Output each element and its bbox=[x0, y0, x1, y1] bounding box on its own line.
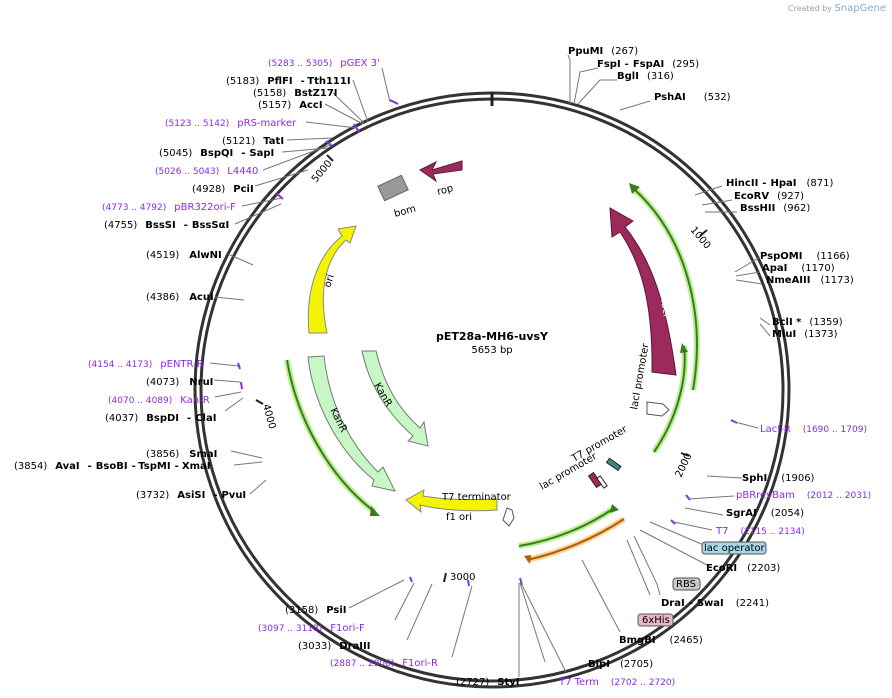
primer-pentr-r[interactable]: (4154 .. 4173)pENTR-R bbox=[88, 359, 204, 370]
tick-label-1000: 1000 bbox=[688, 225, 713, 252]
primer-pbr322ori-f[interactable]: (4773 .. 4792)pBR322ori-F bbox=[102, 202, 236, 213]
site-acci[interactable]: (5157)AccI bbox=[258, 100, 323, 111]
site-pcii[interactable]: (4928)PciI bbox=[192, 184, 254, 195]
boxed-feature-labels: lac operator RBS 6xHis bbox=[637, 541, 767, 627]
plasmid-size: 5653 bp bbox=[471, 345, 512, 356]
primer-l4440[interactable]: (5026 .. 5043)L4440 bbox=[155, 166, 258, 177]
site-bsshii[interactable]: BssHII(962) bbox=[740, 203, 810, 214]
site-drai[interactable]: DraI-SwaI(2241) bbox=[661, 598, 769, 609]
rbs-label: RBS bbox=[676, 579, 696, 590]
lac-operator-box[interactable] bbox=[701, 541, 767, 555]
rbs-box[interactable] bbox=[672, 577, 701, 591]
site-sphi[interactable]: SphI(1906) bbox=[742, 473, 815, 484]
kanr-arrow-2[interactable] bbox=[307, 355, 396, 492]
lac-promoter-label: lac promoter bbox=[538, 451, 600, 493]
bom-label: bom bbox=[393, 204, 417, 220]
f1-ori-label: f1 ori bbox=[446, 512, 472, 523]
site-bsssi[interactable]: (4755)BssSI-BssSαI bbox=[104, 220, 229, 231]
site-draiii[interactable]: (3033)DraIII bbox=[298, 641, 370, 652]
laci-label: lacI bbox=[658, 299, 672, 318]
site-ecori[interactable]: EcoRI(2203) bbox=[706, 563, 780, 574]
site-bmgbi[interactable]: BmgBI(2465) bbox=[619, 635, 703, 646]
site-bgli[interactable]: BglI(316) bbox=[617, 71, 674, 82]
tick-label-2000: 2000 bbox=[674, 452, 695, 480]
plasmid-name: pET28a-MH6-uvsY bbox=[436, 330, 549, 343]
snapgene-watermark: Created by SnapGene bbox=[788, 3, 886, 14]
leader-lines bbox=[209, 54, 771, 677]
site-bcli[interactable]: BclI *(1359) bbox=[772, 317, 843, 328]
site-tati[interactable]: (5121)TatI bbox=[222, 136, 284, 147]
site-apai[interactable]: ApaI(1170) bbox=[762, 263, 835, 274]
laci-promoter-arrow[interactable] bbox=[646, 401, 670, 417]
site-bspqi[interactable]: (5045)BspQI-SapI bbox=[159, 148, 274, 159]
primer-kan-r[interactable]: (4070 .. 4089)Kan-R bbox=[108, 395, 210, 406]
rop-label: rop bbox=[436, 183, 455, 198]
lac-operator-label: lac operator bbox=[704, 543, 765, 554]
his-tag-box[interactable] bbox=[637, 613, 674, 627]
site-bstz17i[interactable]: (5158)BstZ17I bbox=[253, 88, 338, 99]
site-ecorv[interactable]: EcoRV(927) bbox=[734, 191, 804, 202]
rop-arrow[interactable] bbox=[419, 160, 463, 183]
green-arrowheads bbox=[370, 183, 688, 564]
t7-terminator-arrow[interactable] bbox=[502, 507, 515, 527]
his-tag-label: 6xHis bbox=[642, 615, 670, 626]
t7-terminator-label: T7 terminator bbox=[441, 492, 512, 503]
site-bspdi[interactable]: (4037)BspDI-ClaI bbox=[105, 413, 216, 424]
site-alwni[interactable]: (4519)AlwNI bbox=[146, 250, 222, 261]
green-feature-arcs bbox=[284, 185, 700, 563]
primer-pgex3[interactable]: (5283 .. 5305)pGEX 3' bbox=[268, 58, 380, 69]
site-labels: PpuMI(267) FspI-FspAI(295) BglI(316) Psh… bbox=[14, 46, 871, 688]
site-acui[interactable]: (4386)AcuI bbox=[146, 292, 214, 303]
site-drui[interactable]: (4073)NruI bbox=[146, 377, 213, 388]
watermark-prefix: Created by bbox=[787, 4, 832, 13]
site-pshai[interactable]: PshAI(532) bbox=[654, 92, 731, 103]
laci-promoter-label: lacI promoter bbox=[629, 342, 652, 411]
ori-label: ori bbox=[322, 273, 336, 289]
site-mlui[interactable]: MluI(1373) bbox=[772, 329, 838, 340]
site-pflfi[interactable]: (5183)PflFI-Tth111I bbox=[226, 76, 351, 87]
site-psii[interactable]: (3158)PsiI bbox=[285, 605, 347, 616]
t7-promoter-mark[interactable] bbox=[596, 475, 608, 489]
primer-pbrrevbam[interactable]: pBRrevBam(2012 .. 2031) bbox=[736, 490, 871, 501]
site-smai[interactable]: (3856)SmaI bbox=[146, 449, 217, 460]
site-pspomi[interactable]: PspOMI(1166) bbox=[760, 251, 850, 262]
site-nmeaiii[interactable]: NmeAIII(1173) bbox=[766, 275, 854, 286]
site-avai[interactable]: (3854)AvaI-BsoBI-TspMI-XmaI bbox=[14, 461, 211, 472]
primer-f1ori-f[interactable]: (3097 .. 3118)F1ori-F bbox=[258, 623, 365, 634]
watermark-brand: SnapGene bbox=[834, 3, 886, 14]
tick-label-5000: 5000 bbox=[310, 158, 335, 185]
primer-prs-marker[interactable]: (5123 .. 5142)pRS-marker bbox=[165, 118, 297, 129]
site-asisi[interactable]: (3732)AsiSI-PvuI bbox=[136, 490, 246, 501]
tick-label-3000: 3000 bbox=[450, 572, 475, 583]
site-blpi[interactable]: BlpI(2705) bbox=[588, 659, 653, 670]
f1-ori-arrow[interactable] bbox=[405, 489, 498, 514]
primer-laci-r[interactable]: LacI-R(1690 .. 1709) bbox=[760, 424, 867, 435]
ori-arrow[interactable] bbox=[307, 225, 357, 334]
site-ppumi[interactable]: PpuMI(267) bbox=[568, 46, 638, 57]
primer-f1ori-r[interactable]: (2887 .. 2906)F1ori-R bbox=[330, 658, 438, 669]
site-hincii[interactable]: HincII-HpaI(871) bbox=[726, 178, 833, 189]
lac-operator-mark[interactable] bbox=[605, 457, 622, 472]
kanr-arrow-1[interactable] bbox=[361, 350, 429, 447]
site-styi[interactable]: (2727)StyI bbox=[456, 677, 520, 688]
primer-t7[interactable]: T7(2115 .. 2134) bbox=[715, 526, 805, 537]
laci-arrow[interactable] bbox=[609, 207, 677, 376]
site-fspi[interactable]: FspI-FspAI(295) bbox=[597, 59, 699, 70]
primer-t7-term[interactable]: T7 Term(2702 .. 2720) bbox=[558, 677, 675, 688]
bom-box[interactable] bbox=[377, 174, 409, 202]
tick-label-4000: 4000 bbox=[260, 403, 277, 430]
site-sgrai[interactable]: SgrAI(2054) bbox=[726, 508, 804, 519]
